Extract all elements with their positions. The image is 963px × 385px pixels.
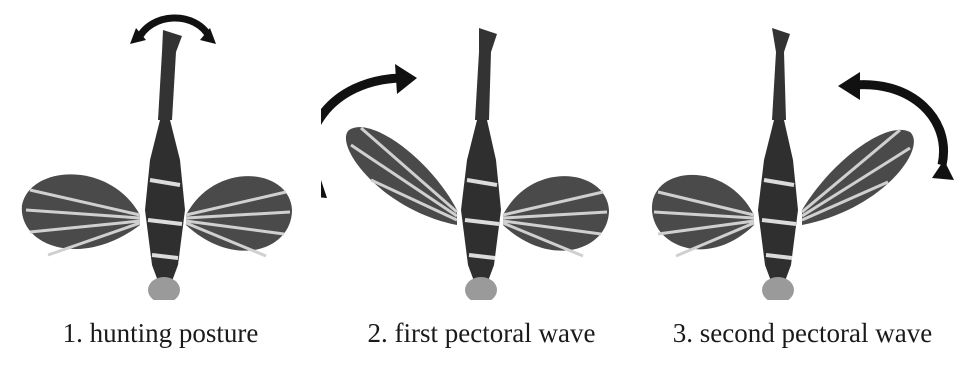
caption-3: 3. second pectoral wave [642,318,963,349]
caption-2: 2. first pectoral wave [321,318,642,349]
panel-hunting-posture: 1. hunting posture [0,0,321,385]
lionfish-body [145,30,185,300]
lionfish-body [461,28,501,300]
lionfish-body [758,28,798,300]
panel-second-pectoral-wave: 3. second pectoral wave [642,0,963,385]
right-pectoral-fin-raised [802,130,914,225]
lionfish-figure-1 [0,0,321,300]
left-pectoral-fin [22,174,140,255]
caption-1: 1. hunting posture [0,318,321,349]
panel-first-pectoral-wave: 2. first pectoral wave [321,0,642,385]
right-pectoral-fin [186,176,292,256]
right-pectoral-fin [503,176,609,256]
lionfish-figure-3 [642,0,963,300]
lionfish-figure-2 [321,0,642,300]
left-pectoral-fin [652,175,754,256]
left-pectoral-fin-raised [346,127,457,225]
